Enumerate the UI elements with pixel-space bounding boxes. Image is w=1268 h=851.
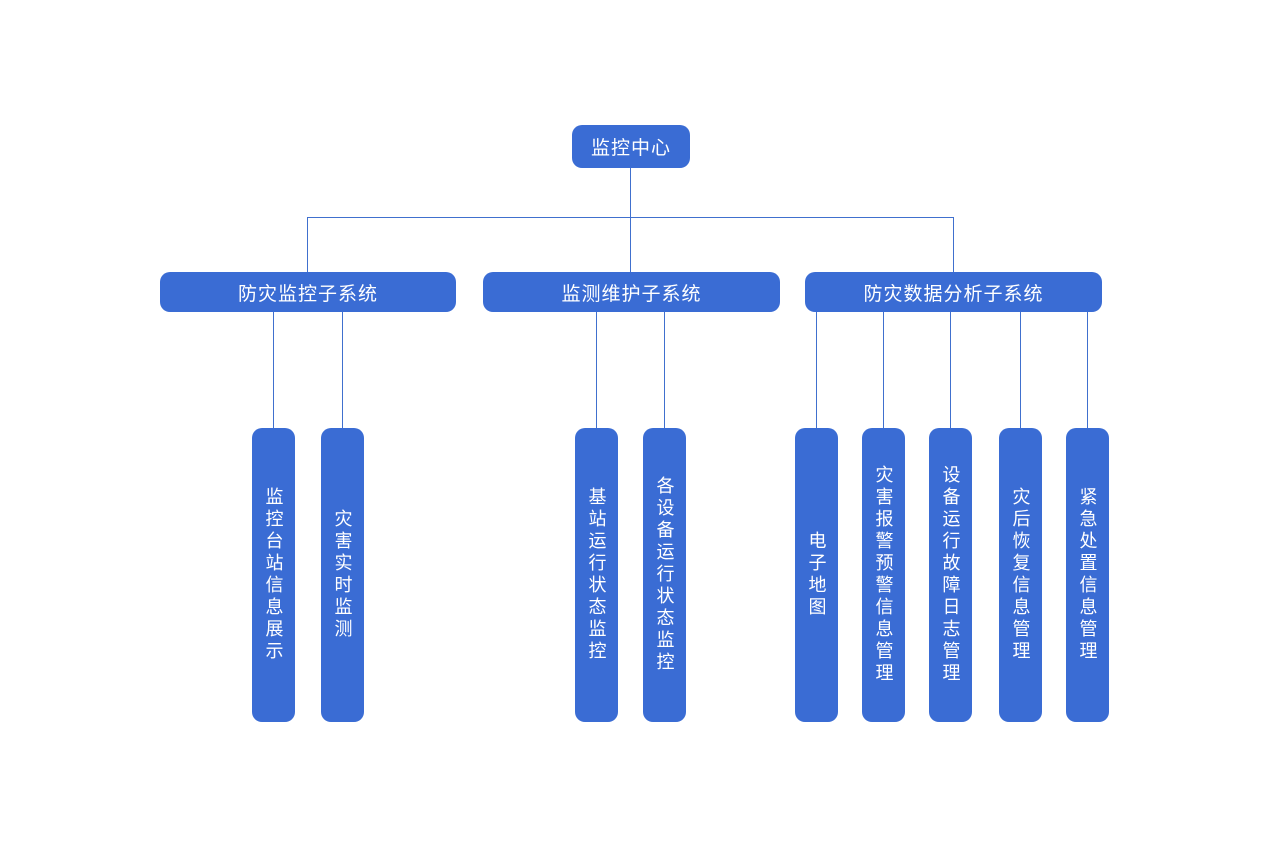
node-disaster-data-analysis-subsystem: 防灾数据分析子系统 [805,272,1102,312]
node-base-station-status-monitoring: 基站运行状态监控 [575,428,618,722]
leaf-label: 设备运行故障日志管理 [940,465,961,685]
connector-leaf-line [883,312,884,428]
connector-leaf-line [596,312,597,428]
node-equipment-status-monitoring: 各设备运行状态监控 [643,428,686,722]
leaf-label: 紧急处置信息管理 [1077,487,1098,663]
connector-root-stem [630,168,631,217]
node-monitoring-center: 监控中心 [572,125,690,168]
connector-leaf-line [342,312,343,428]
node-station-info-display: 监控台站信息展示 [252,428,295,722]
node-disaster-prevention-monitoring-subsystem: 防灾监控子系统 [160,272,456,312]
connector-leaf-line [1020,312,1021,428]
leaf-label: 监控台站信息展示 [263,487,284,663]
leaf-label: 电子地图 [806,531,827,619]
connector-drop-subsystem-3 [953,217,954,272]
node-disaster-alarm-warning-info-management: 灾害报警预警信息管理 [862,428,905,722]
connector-leaf-line [664,312,665,428]
node-monitoring-maintenance-subsystem: 监测维护子系统 [483,272,780,312]
node-emergency-handling-info-management: 紧急处置信息管理 [1066,428,1109,722]
node-realtime-disaster-monitoring: 灾害实时监测 [321,428,364,722]
connector-drop-subsystem-1 [307,217,308,272]
connector-leaf-line [950,312,951,428]
node-electronic-map: 电子地图 [795,428,838,722]
connector-drop-subsystem-2 [630,217,631,272]
leaf-label: 灾害实时监测 [332,509,353,641]
connector-leaf-line [1087,312,1088,428]
node-post-disaster-recovery-info-management: 灾后恢复信息管理 [999,428,1042,722]
connector-leaf-line [816,312,817,428]
leaf-label: 灾后恢复信息管理 [1010,487,1031,663]
leaf-label: 基站运行状态监控 [586,487,607,663]
leaf-label: 各设备运行状态监控 [654,476,675,674]
connector-leaf-line [273,312,274,428]
leaf-label: 灾害报警预警信息管理 [873,465,894,685]
node-equipment-fault-log-management: 设备运行故障日志管理 [929,428,972,722]
